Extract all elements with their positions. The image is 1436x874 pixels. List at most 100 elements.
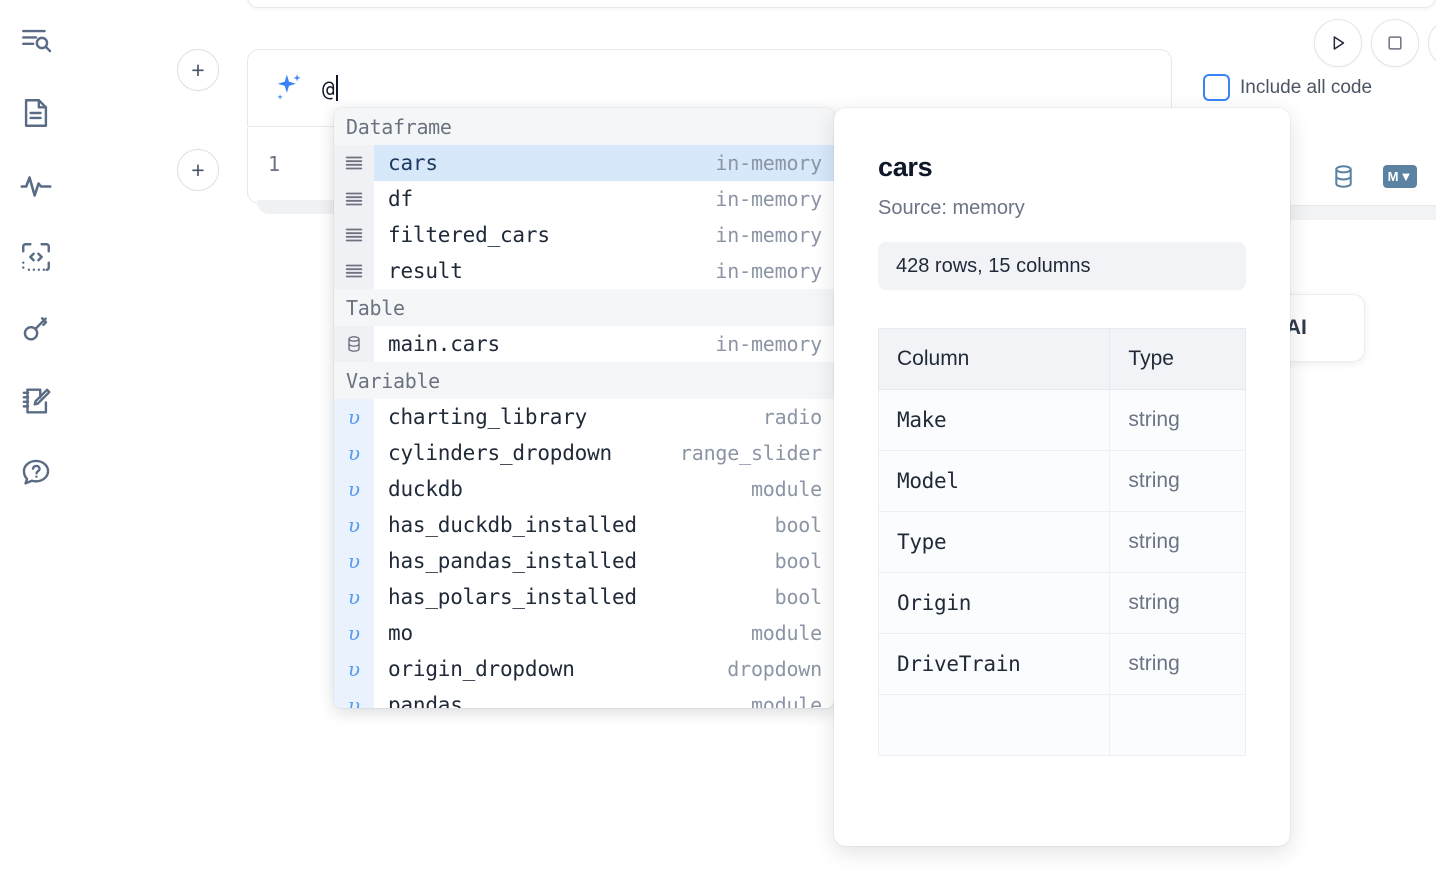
left-sidebar	[0, 0, 72, 874]
cell-action-icons: M ▼	[1330, 163, 1417, 190]
autocomplete-item-name: has_pandas_installed	[388, 549, 637, 573]
autocomplete-item-type: range_slider	[679, 441, 822, 465]
key-icon[interactable]	[13, 306, 59, 352]
include-all-code-checkbox[interactable]	[1203, 74, 1230, 101]
dataframe-rows-icon	[334, 145, 374, 181]
autocomplete-item-name: has_duckdb_installed	[388, 513, 637, 537]
preview-shape-badge: 428 rows, 15 columns	[878, 242, 1246, 290]
schema-column-type: string	[1109, 511, 1246, 573]
autocomplete-item[interactable]: υ has_duckdb_installed bool	[334, 507, 834, 543]
code-line-number: 1	[268, 152, 281, 176]
autocomplete-item[interactable]: result in-memory	[334, 253, 834, 289]
autocomplete-item-name: result	[388, 259, 463, 283]
run-button[interactable]	[1314, 19, 1362, 67]
text-caret	[335, 75, 338, 101]
schema-column-type: string	[1109, 633, 1246, 695]
stop-button[interactable]	[1371, 19, 1419, 67]
variable-icon: υ	[334, 543, 374, 579]
variable-icon: υ	[334, 435, 374, 471]
preview-source: Source: memory	[878, 197, 1025, 219]
schema-column-type: string	[1109, 450, 1246, 512]
dataframe-preview-panel: cars Source: memory 428 rows, 15 columns…	[834, 108, 1290, 846]
database-icon[interactable]	[1330, 163, 1357, 190]
schema-column-name: Type	[877, 511, 1111, 573]
include-all-code-checkbox-row[interactable]: Include all code	[1203, 74, 1372, 101]
add-cell-plus-icon: +	[191, 156, 205, 183]
autocomplete-item-type: in-memory	[715, 259, 822, 283]
code-snippet-icon[interactable]	[13, 234, 59, 280]
autocomplete-item-name: origin_dropdown	[388, 657, 575, 681]
variable-icon: υ	[334, 687, 374, 708]
activity-pulse-icon[interactable]	[13, 162, 59, 208]
autocomplete-item-type: in-memory	[715, 332, 822, 356]
autocomplete-item-type: module	[750, 477, 822, 501]
variable-icon: υ	[334, 579, 374, 615]
cell-divider-shade	[1290, 206, 1436, 220]
autocomplete-item-type: in-memory	[715, 151, 822, 175]
autocomplete-section-header: Variable	[334, 362, 834, 399]
autocomplete-item-name: has_polars_installed	[388, 585, 637, 609]
dataframe-rows-icon	[334, 253, 374, 289]
markdown-icon[interactable]: M ▼	[1383, 165, 1417, 188]
ai-prompt-input[interactable]: @	[322, 75, 338, 101]
cell-divider	[1290, 205, 1436, 206]
autocomplete-section-header: Table	[334, 289, 834, 326]
autocomplete-item-type: module	[750, 693, 822, 708]
table-header-row: Column Type	[877, 328, 1246, 390]
autocomplete-item[interactable]: υ has_polars_installed bool	[334, 579, 834, 615]
schema-column-type: string	[1109, 572, 1246, 634]
database-icon	[334, 326, 374, 362]
preview-title: cars	[878, 152, 933, 182]
autocomplete-item-type: radio	[762, 405, 822, 429]
schema-column-name: Make	[877, 389, 1111, 451]
include-all-code-label: Include all code	[1240, 76, 1373, 98]
autocomplete-item-type: bool	[774, 513, 823, 537]
variable-icon: υ	[334, 471, 374, 507]
dataframe-rows-icon	[334, 181, 374, 217]
add-cell-plus-icon: +	[191, 56, 205, 83]
autocomplete-item-type: bool	[774, 549, 823, 573]
autocomplete-item[interactable]: υ has_pandas_installed bool	[334, 543, 834, 579]
variable-icon: υ	[334, 651, 374, 687]
schema-column-type: string	[1109, 389, 1246, 451]
sparkle-icon	[268, 68, 308, 108]
autocomplete-item[interactable]: main.cars in-memory	[334, 326, 834, 362]
add-cell-button-bottom[interactable]: +	[177, 149, 219, 191]
autocomplete-item-name: filtered_cars	[388, 223, 550, 247]
autocomplete-item-name: cylinders_dropdown	[388, 441, 612, 465]
autocomplete-item-type: bool	[774, 585, 823, 609]
column-header-type: Type	[1109, 328, 1246, 390]
autocomplete-item[interactable]: υ cylinders_dropdown range_slider	[334, 435, 834, 471]
add-cell-button-top[interactable]: +	[177, 49, 219, 91]
explore-search-icon[interactable]	[13, 18, 59, 64]
variable-icon: υ	[334, 507, 374, 543]
scratchpad-edit-icon[interactable]	[13, 378, 59, 424]
schema-column-name: DriveTrain	[877, 633, 1111, 695]
autocomplete-item-name: main.cars	[388, 332, 500, 356]
column-header-column: Column	[877, 328, 1111, 390]
autocomplete-item-name: df	[388, 187, 413, 211]
ai-prompt-value: @	[322, 77, 335, 101]
help-chat-icon[interactable]	[13, 450, 59, 496]
autocomplete-item-name: mo	[388, 621, 413, 645]
schema-column-name	[877, 694, 1111, 756]
document-icon[interactable]	[13, 90, 59, 136]
more-options-button[interactable]	[1428, 19, 1436, 67]
variable-icon: υ	[334, 399, 374, 435]
